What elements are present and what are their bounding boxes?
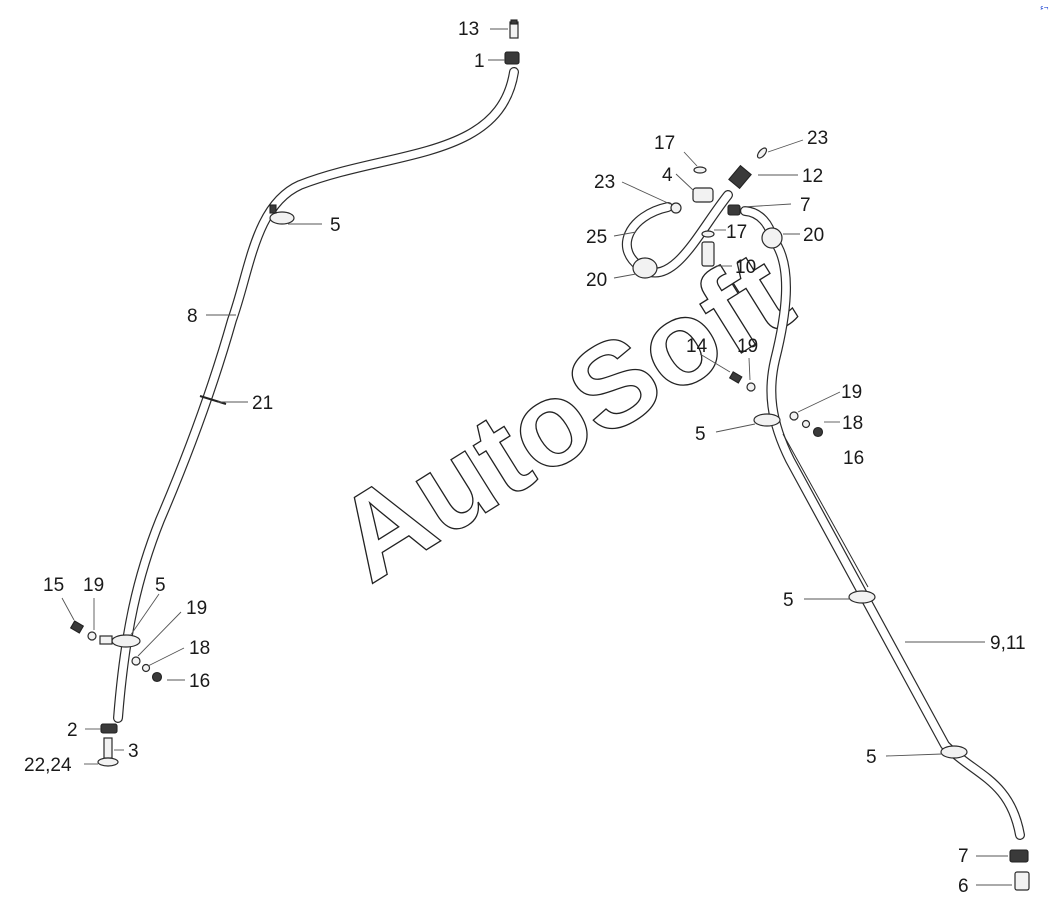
- fitting-13: [509, 19, 519, 39]
- callout-8: 8: [187, 306, 198, 327]
- leader-lines: [61, 28, 1012, 886]
- callout-23: 23: [807, 128, 828, 149]
- callout-16: 16: [843, 448, 864, 469]
- clamp-right-b: [848, 590, 876, 604]
- callout-17: 17: [654, 133, 675, 154]
- callout-20: 20: [803, 225, 824, 246]
- callout-23: 23: [594, 172, 615, 193]
- callout-6: 6: [958, 876, 969, 897]
- callout-5: 5: [330, 215, 341, 236]
- callout-22-24: 22,24: [24, 755, 72, 776]
- watermark-text: AutoSoft: [313, 225, 814, 607]
- bolt-15: [69, 620, 85, 634]
- callout-14: 14: [686, 336, 708, 357]
- callout-18: 18: [842, 413, 863, 434]
- washer-19-left-a: [87, 631, 97, 641]
- clip-23-left: [670, 202, 682, 214]
- callout-17: 17: [726, 222, 747, 243]
- oring-17-mid: [701, 230, 715, 238]
- clamp-upper-left: [269, 204, 295, 225]
- lockwasher-18-left: [141, 663, 151, 673]
- clamp-right-a: [753, 413, 781, 427]
- callout-18: 18: [189, 638, 210, 659]
- washer-19-right-b: [789, 411, 799, 421]
- callout-19: 19: [83, 575, 104, 596]
- cable-tie-21: [199, 395, 227, 405]
- callout-25: 25: [586, 227, 607, 248]
- callout-3: 3: [128, 741, 139, 762]
- callout-19: 19: [841, 382, 862, 403]
- elbow-fitting-1: [504, 51, 520, 65]
- callout-13: 13: [458, 19, 479, 40]
- base-22-24: [97, 757, 119, 767]
- clip-7-bottom: [1009, 849, 1029, 863]
- nut-16-right: [812, 426, 824, 438]
- callout-5: 5: [783, 590, 794, 611]
- grommet-20-left: [632, 257, 658, 279]
- callout-1: 1: [474, 51, 485, 72]
- tee-fitting-4: [692, 187, 714, 203]
- callout-15: 15: [43, 575, 64, 596]
- corner-logo-mark: ء¬: [1040, 3, 1049, 12]
- clamp-lower-left: [99, 634, 141, 648]
- callout-12: 12: [802, 166, 823, 187]
- callout-19: 19: [186, 598, 207, 619]
- filter-12: [728, 164, 752, 190]
- callout-5: 5: [866, 747, 877, 768]
- callout-5: 5: [155, 575, 166, 596]
- callout-19: 19: [737, 336, 758, 357]
- left-hose-8: [113, 67, 519, 723]
- clamp-right-c: [940, 745, 968, 759]
- callout-7: 7: [958, 846, 969, 867]
- callout-16: 16: [189, 671, 210, 692]
- callout-2: 2: [67, 720, 78, 741]
- callout-7: 7: [800, 195, 811, 216]
- grommet-20-right: [761, 227, 783, 249]
- fitting-6: [1014, 871, 1030, 891]
- callout-5: 5: [695, 424, 706, 445]
- callout-20: 20: [586, 270, 607, 291]
- right-hose-9-11: [766, 233, 1025, 840]
- washer-19-right-a: [746, 382, 756, 392]
- nut-16-left: [151, 671, 163, 683]
- lockwasher-18-right: [801, 419, 811, 429]
- callout-9-11: 9,11: [990, 633, 1026, 654]
- clip-2: [100, 723, 118, 734]
- bolt-14: [728, 371, 743, 384]
- fitting-3: [103, 737, 113, 759]
- washer-19-left-b: [131, 656, 141, 666]
- callout-10: 10: [735, 257, 756, 278]
- callout-4: 4: [662, 165, 673, 186]
- callout-labels: 13 1 5 8 21 15 19 5 19 18 16 2 3 22,24 1…: [24, 19, 1026, 897]
- valve-10: [701, 241, 715, 267]
- oring-23-top: [756, 147, 768, 159]
- callout-21: 21: [252, 393, 273, 414]
- clip-7-top: [727, 204, 741, 216]
- oring-17-top: [693, 166, 707, 174]
